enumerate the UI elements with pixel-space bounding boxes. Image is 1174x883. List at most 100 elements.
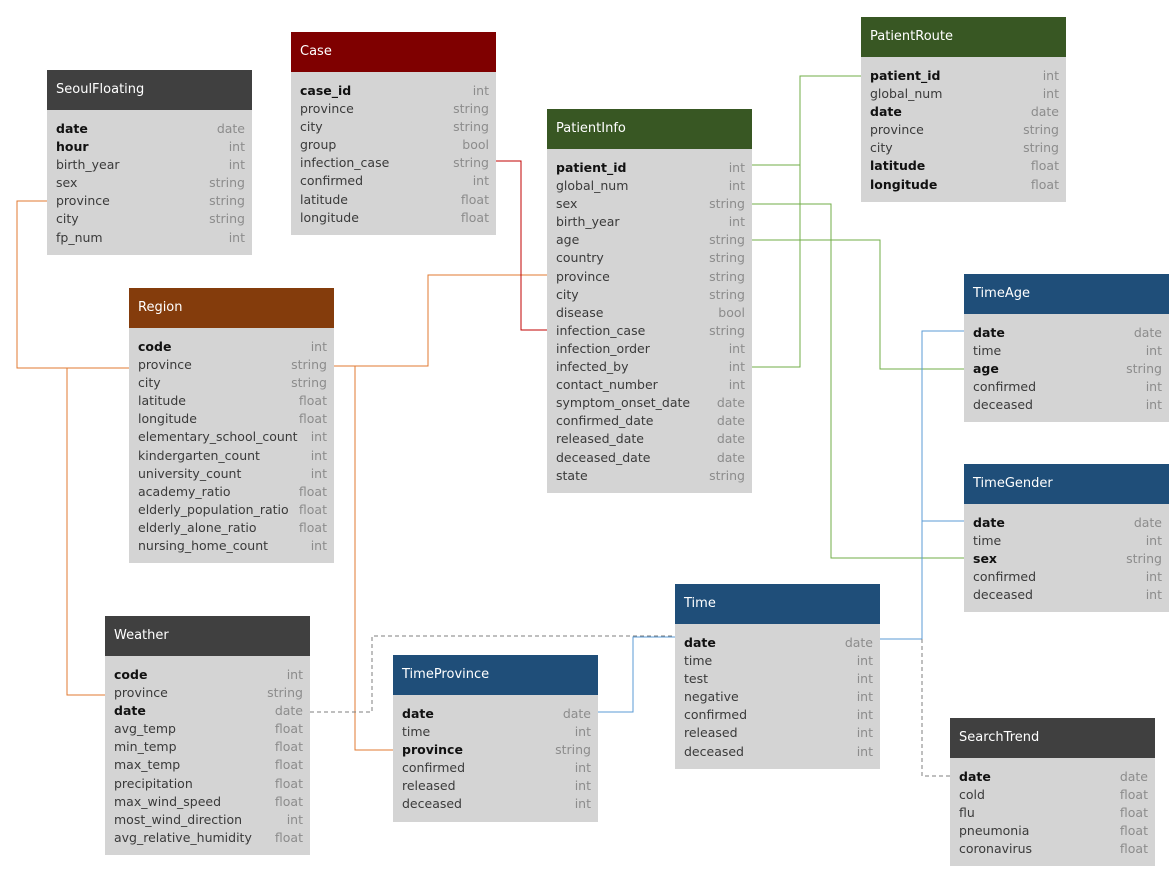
field-name: released <box>402 778 456 794</box>
field-type: float <box>298 393 327 409</box>
field-type: string <box>1126 551 1162 567</box>
field-name: longitude <box>870 176 938 192</box>
field-name: province <box>870 122 924 138</box>
field-name: province <box>114 685 168 701</box>
link-time-searchtrend-dashed <box>921 639 950 777</box>
field-name: sex <box>56 175 78 191</box>
field-name: city <box>300 119 323 135</box>
field-name: date <box>973 325 1005 340</box>
field-type: int <box>728 359 745 375</box>
field-name: academy_ratio <box>138 483 231 499</box>
field-name: infected_by <box>556 359 629 375</box>
field-name: longitude <box>300 209 359 225</box>
field-name: province <box>138 357 192 373</box>
field-name: flu <box>959 805 975 821</box>
field-type: float <box>274 775 303 791</box>
field-type: date <box>562 706 591 721</box>
field-name: confirmed_date <box>556 413 654 429</box>
field-name: deceased <box>973 587 1033 603</box>
field-name: date <box>56 121 88 136</box>
field-name: deceased_date <box>556 449 651 465</box>
field-name: infection_case <box>556 322 646 338</box>
table-title: Time <box>675 584 880 624</box>
field-name: time <box>973 533 1002 549</box>
field-name: test <box>684 671 709 687</box>
field-type: string <box>709 467 745 483</box>
field-type: int <box>310 447 327 463</box>
field-type: string <box>209 175 245 191</box>
field-type: string <box>291 357 327 373</box>
table-title: SeoulFloating <box>47 70 252 110</box>
field-name: nursing_home_count <box>138 538 269 554</box>
field-type: string <box>209 193 245 209</box>
table-title: PatientInfo <box>547 109 752 149</box>
field-name: precipitation <box>114 775 193 791</box>
link-time-timeage <box>880 330 964 640</box>
field-type: int <box>856 671 873 687</box>
field-name: case_id <box>300 83 352 98</box>
table-title: TimeProvince <box>393 655 598 695</box>
field-type: int <box>286 811 303 827</box>
field-name: max_wind_speed <box>114 793 222 809</box>
field-type: string <box>1023 140 1059 156</box>
field-name: city <box>556 286 579 302</box>
field-type: int <box>728 214 745 230</box>
field-type: date <box>1030 104 1059 120</box>
field-name: country <box>556 250 604 266</box>
field-name: province <box>402 742 463 758</box>
field-name: deceased <box>973 397 1033 413</box>
field-name: patient_id <box>870 68 941 83</box>
field-type: int <box>1145 569 1162 585</box>
field-type: int <box>228 139 245 155</box>
field-type: date <box>716 413 745 429</box>
link-patientinfo-timegender <box>752 203 964 559</box>
field-name: negative <box>684 689 739 705</box>
field-row: precipitation float <box>105 775 310 793</box>
field-type: date <box>274 703 303 719</box>
field-name: city <box>56 211 79 227</box>
field-type: float <box>460 209 489 225</box>
field-type: int <box>1042 68 1059 83</box>
field-type: string <box>1023 122 1059 138</box>
